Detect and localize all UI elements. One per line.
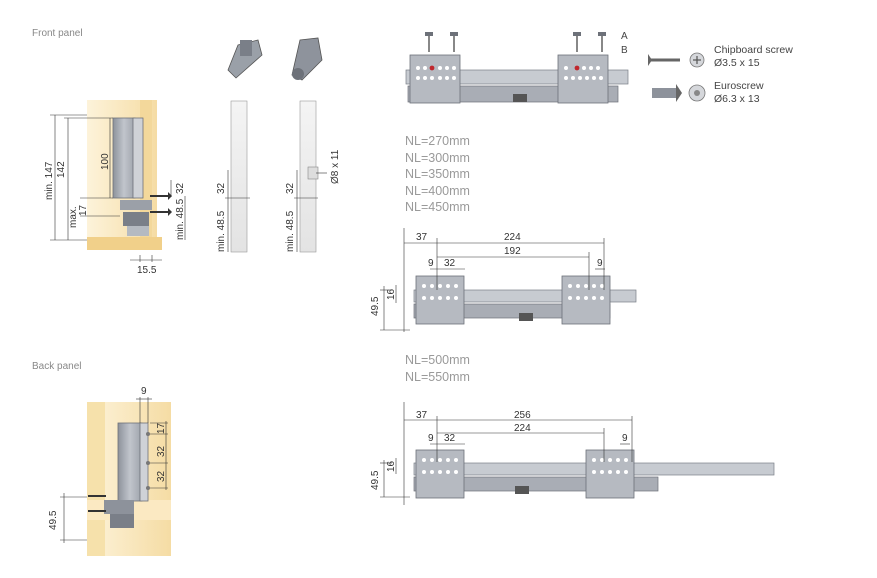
runner-mid-dimensions	[380, 228, 605, 332]
dim-dia-8x11: Ø8 x 11	[330, 149, 341, 184]
chipboard-screw-legend: Chipboard screw Ø3.5 x 15	[714, 44, 793, 70]
runner-mid	[413, 275, 637, 325]
nl-list-group1: NL=270mm NL=300mm NL=350mm NL=400mm NL=4…	[405, 133, 470, 216]
dim-49-5-mid: 49.5	[370, 296, 381, 316]
dim-9a-mid: 9	[428, 258, 434, 269]
dim-224-mid: 224	[504, 232, 521, 243]
front-fitting-a	[227, 39, 263, 79]
dim-min48-5-panel-left: min. 48.5	[216, 210, 227, 252]
front-panel-section	[50, 100, 186, 262]
dim-max: max.	[68, 206, 79, 228]
nl-item: NL=270mm	[405, 134, 470, 148]
front-screws	[150, 192, 172, 216]
chipboard-screw-name: Chipboard screw	[714, 44, 793, 56]
back-panel-title: Back panel	[32, 361, 82, 372]
back-panel-section	[87, 402, 171, 556]
dim-37-mid: 37	[416, 232, 428, 243]
dim-min147: min. 147	[44, 161, 55, 200]
dim-32b-back: 32	[156, 470, 167, 482]
dim-32-mid: 32	[444, 258, 456, 269]
front-fitting-b	[291, 37, 323, 81]
dim-min48-5-front: min. 48.5	[175, 198, 186, 240]
chipboard-screw-icon	[648, 52, 705, 68]
nl-item: NL=500mm	[405, 353, 470, 367]
dim-17: 17	[78, 204, 89, 216]
nl-item: NL=350mm	[405, 167, 470, 181]
panel-right	[294, 100, 327, 253]
dim-192-mid: 192	[504, 246, 521, 257]
dim-224-bottom: 224	[514, 423, 531, 434]
dim-37-bottom: 37	[416, 410, 428, 421]
label-b: B	[621, 45, 628, 56]
nl-item: NL=550mm	[405, 369, 470, 384]
nl-item: NL=400mm	[405, 183, 470, 198]
dim-32-panel-left: 32	[216, 182, 227, 194]
euroscrew-legend: Euroscrew Ø6.3 x 13	[714, 80, 764, 106]
dim-49-5-bottom: 49.5	[370, 470, 381, 490]
dim-16-bottom: 16	[386, 460, 397, 472]
euroscrew-icon	[652, 84, 706, 102]
dim-16-mid: 16	[386, 288, 397, 300]
back-panel-dimensions	[60, 397, 168, 543]
nl-item: NL=300mm	[405, 150, 470, 165]
dim-32-bottom: 32	[444, 433, 456, 444]
nl-item: NL=450mm	[405, 200, 470, 214]
dim-min48-5-panel-right: min. 48.5	[285, 210, 296, 252]
dim-142: 142	[56, 161, 67, 178]
euroscrew-name: Euroscrew	[714, 80, 764, 92]
dim-9b-mid: 9	[597, 258, 603, 269]
dim-100: 100	[100, 153, 111, 170]
dim-32-front: 32	[175, 182, 186, 194]
dim-9b-bottom: 9	[622, 433, 628, 444]
dim-49-5-back: 49.5	[48, 510, 59, 530]
dim-9a-bottom: 9	[428, 433, 434, 444]
euroscrew-size: Ø6.3 x 13	[714, 93, 760, 105]
dim-17-back: 17	[156, 422, 167, 434]
runner-bottom	[413, 449, 775, 499]
dim-32a-back: 32	[156, 445, 167, 457]
dim-9-back: 9	[141, 386, 147, 397]
front-panel-title: Front panel	[32, 28, 83, 39]
dim-15-5: 15.5	[137, 265, 157, 276]
dim-256-bottom: 256	[514, 410, 531, 421]
panel-left	[225, 100, 250, 253]
runner-top	[405, 32, 629, 104]
dim-32-panel-right: 32	[285, 182, 296, 194]
runner-bottom-dimensions	[380, 402, 633, 505]
label-a: A	[621, 31, 628, 42]
nl-list-group2: NL=500mm NL=550mm	[405, 352, 470, 385]
chipboard-screw-size: Ø3.5 x 15	[714, 57, 760, 69]
